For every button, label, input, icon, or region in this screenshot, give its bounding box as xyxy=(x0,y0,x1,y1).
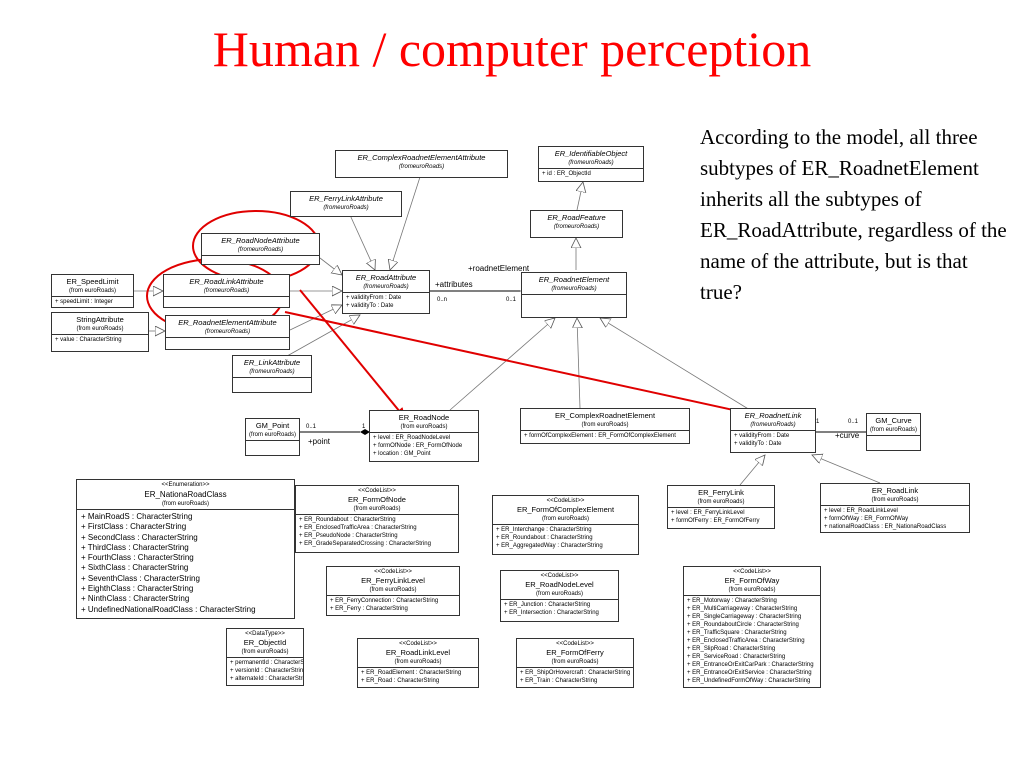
class-form-of-node: <<CodeList>>ER_FormOfNode(from euroRoads… xyxy=(295,485,459,553)
label-roadnetelement-role: +roadnetElement xyxy=(468,264,530,273)
class-identifiable-object: ER_IdentifiableObject(fromeuroRoads) + i… xyxy=(538,146,644,182)
class-ferry-link: ER_FerryLink(from euroRoads) + level : E… xyxy=(667,485,775,529)
class-road-link: ER_RoadLink(from euroRoads) + level : ER… xyxy=(820,483,970,533)
class-link-attribute: ER_LinkAttribute(fromeuroRoads) xyxy=(232,355,312,393)
class-road-link-attribute: ER_RoadLinkAttribute(fromeuroRoads) xyxy=(163,274,290,308)
class-gm-point: GM_Point(from euroRoads) xyxy=(245,418,300,456)
class-roadnet-element-attribute: ER_RoadnetElementAttribute(fromeuroRoads… xyxy=(165,315,290,350)
class-ferry-link-level: <<CodeList>>ER_FerryLinkLevel(from euroR… xyxy=(326,566,460,616)
gen-complexattr-roadattr xyxy=(390,176,421,270)
gen-ferryattr-roadattr xyxy=(349,214,375,270)
gen-nodeattr-roadattr xyxy=(319,257,342,275)
class-form-of-complex-element: <<CodeList>>ER_FormOfComplexElement(from… xyxy=(492,495,639,555)
label-mult-01-curve: 0..1 xyxy=(848,419,859,425)
class-nationa-road-class: <<Enumeration>>ER_NationaRoadClass(from … xyxy=(76,479,295,619)
gen-roadlink-roadnetlink xyxy=(812,455,881,484)
label-curve-role: +curve xyxy=(835,431,860,440)
gen-lnkattr-roadattr xyxy=(279,315,360,361)
slide-description: According to the model, all three subtyp… xyxy=(700,125,1007,304)
class-gm-curve: GM_Curve(from euroRoads) xyxy=(866,413,921,451)
class-ferry-link-attribute: ER_FerryLinkAttribute(fromeuroRoads) xyxy=(290,191,402,217)
class-complex-roadnet-element: ER_ComplexRoadnetElement(from euroRoads)… xyxy=(520,408,690,444)
class-roadnet-element: ER_RoadnetElement(fromeuroRoads) xyxy=(521,272,627,318)
label-attributes-role: +attributes xyxy=(435,280,473,289)
class-object-id: <<DataType>>ER_ObjectId(from euroRoads) … xyxy=(226,628,304,686)
gen-netelemattr-roadattr xyxy=(289,305,342,331)
class-roadnet-link: ER_RoadnetLink(fromeuroRoads) + validity… xyxy=(730,408,816,453)
class-form-of-way: <<CodeList>>ER_FormOfWay(from euroRoads)… xyxy=(683,566,821,688)
class-complex-roadnet-element-attribute: ER_ComplexRoadnetElementAttribute(fromeu… xyxy=(335,150,508,178)
gen-ferrylink-roadnetlink xyxy=(739,455,765,486)
class-road-attribute: ER_RoadAttribute(fromeuroRoads) + validi… xyxy=(342,270,430,314)
gen-roadnode-roadnetelement xyxy=(449,318,555,411)
class-road-node-attribute: ER_RoadNodeAttribute(fromeuroRoads) xyxy=(201,233,320,265)
red-arrow-roadnetlink xyxy=(284,311,771,421)
class-string-attribute: StringAttribute(from euroRoads) + value … xyxy=(51,312,149,352)
label-mult-0n: 0..n xyxy=(437,297,448,303)
red-arrow-roadnode xyxy=(299,289,406,419)
label-mult-1-point: 1 xyxy=(362,424,366,430)
class-road-node: ER_RoadNode(from euroRoads) + level : ER… xyxy=(369,410,479,462)
class-form-of-ferry: <<CodeList>>ER_FormOfFerry(from euroRoad… xyxy=(516,638,634,688)
class-road-node-level: <<CodeList>>ER_RoadNodeLevel(from euroRo… xyxy=(500,570,619,622)
gen-roadnetlink-roadnetelement xyxy=(600,318,751,411)
label-point-role: +point xyxy=(308,437,331,446)
slide-title: Human / computer perception xyxy=(212,21,812,77)
class-speed-limit: ER_SpeedLimit(from euroRoads) + speedLim… xyxy=(51,274,134,308)
gen-complex-roadnetelement xyxy=(577,318,580,409)
label-mult-01-point: 0..1 xyxy=(306,424,317,430)
class-road-link-level: <<CodeList>>ER_RoadLinkLevel(from euroRo… xyxy=(357,638,479,688)
class-road-feature: ER_RoadFeature(fromeuroRoads) xyxy=(530,210,623,238)
label-mult-01-a: 0..1 xyxy=(506,297,517,303)
gen-roadfeature-identifiable xyxy=(577,182,583,211)
label-mult-1-curve: 1 xyxy=(816,419,820,425)
